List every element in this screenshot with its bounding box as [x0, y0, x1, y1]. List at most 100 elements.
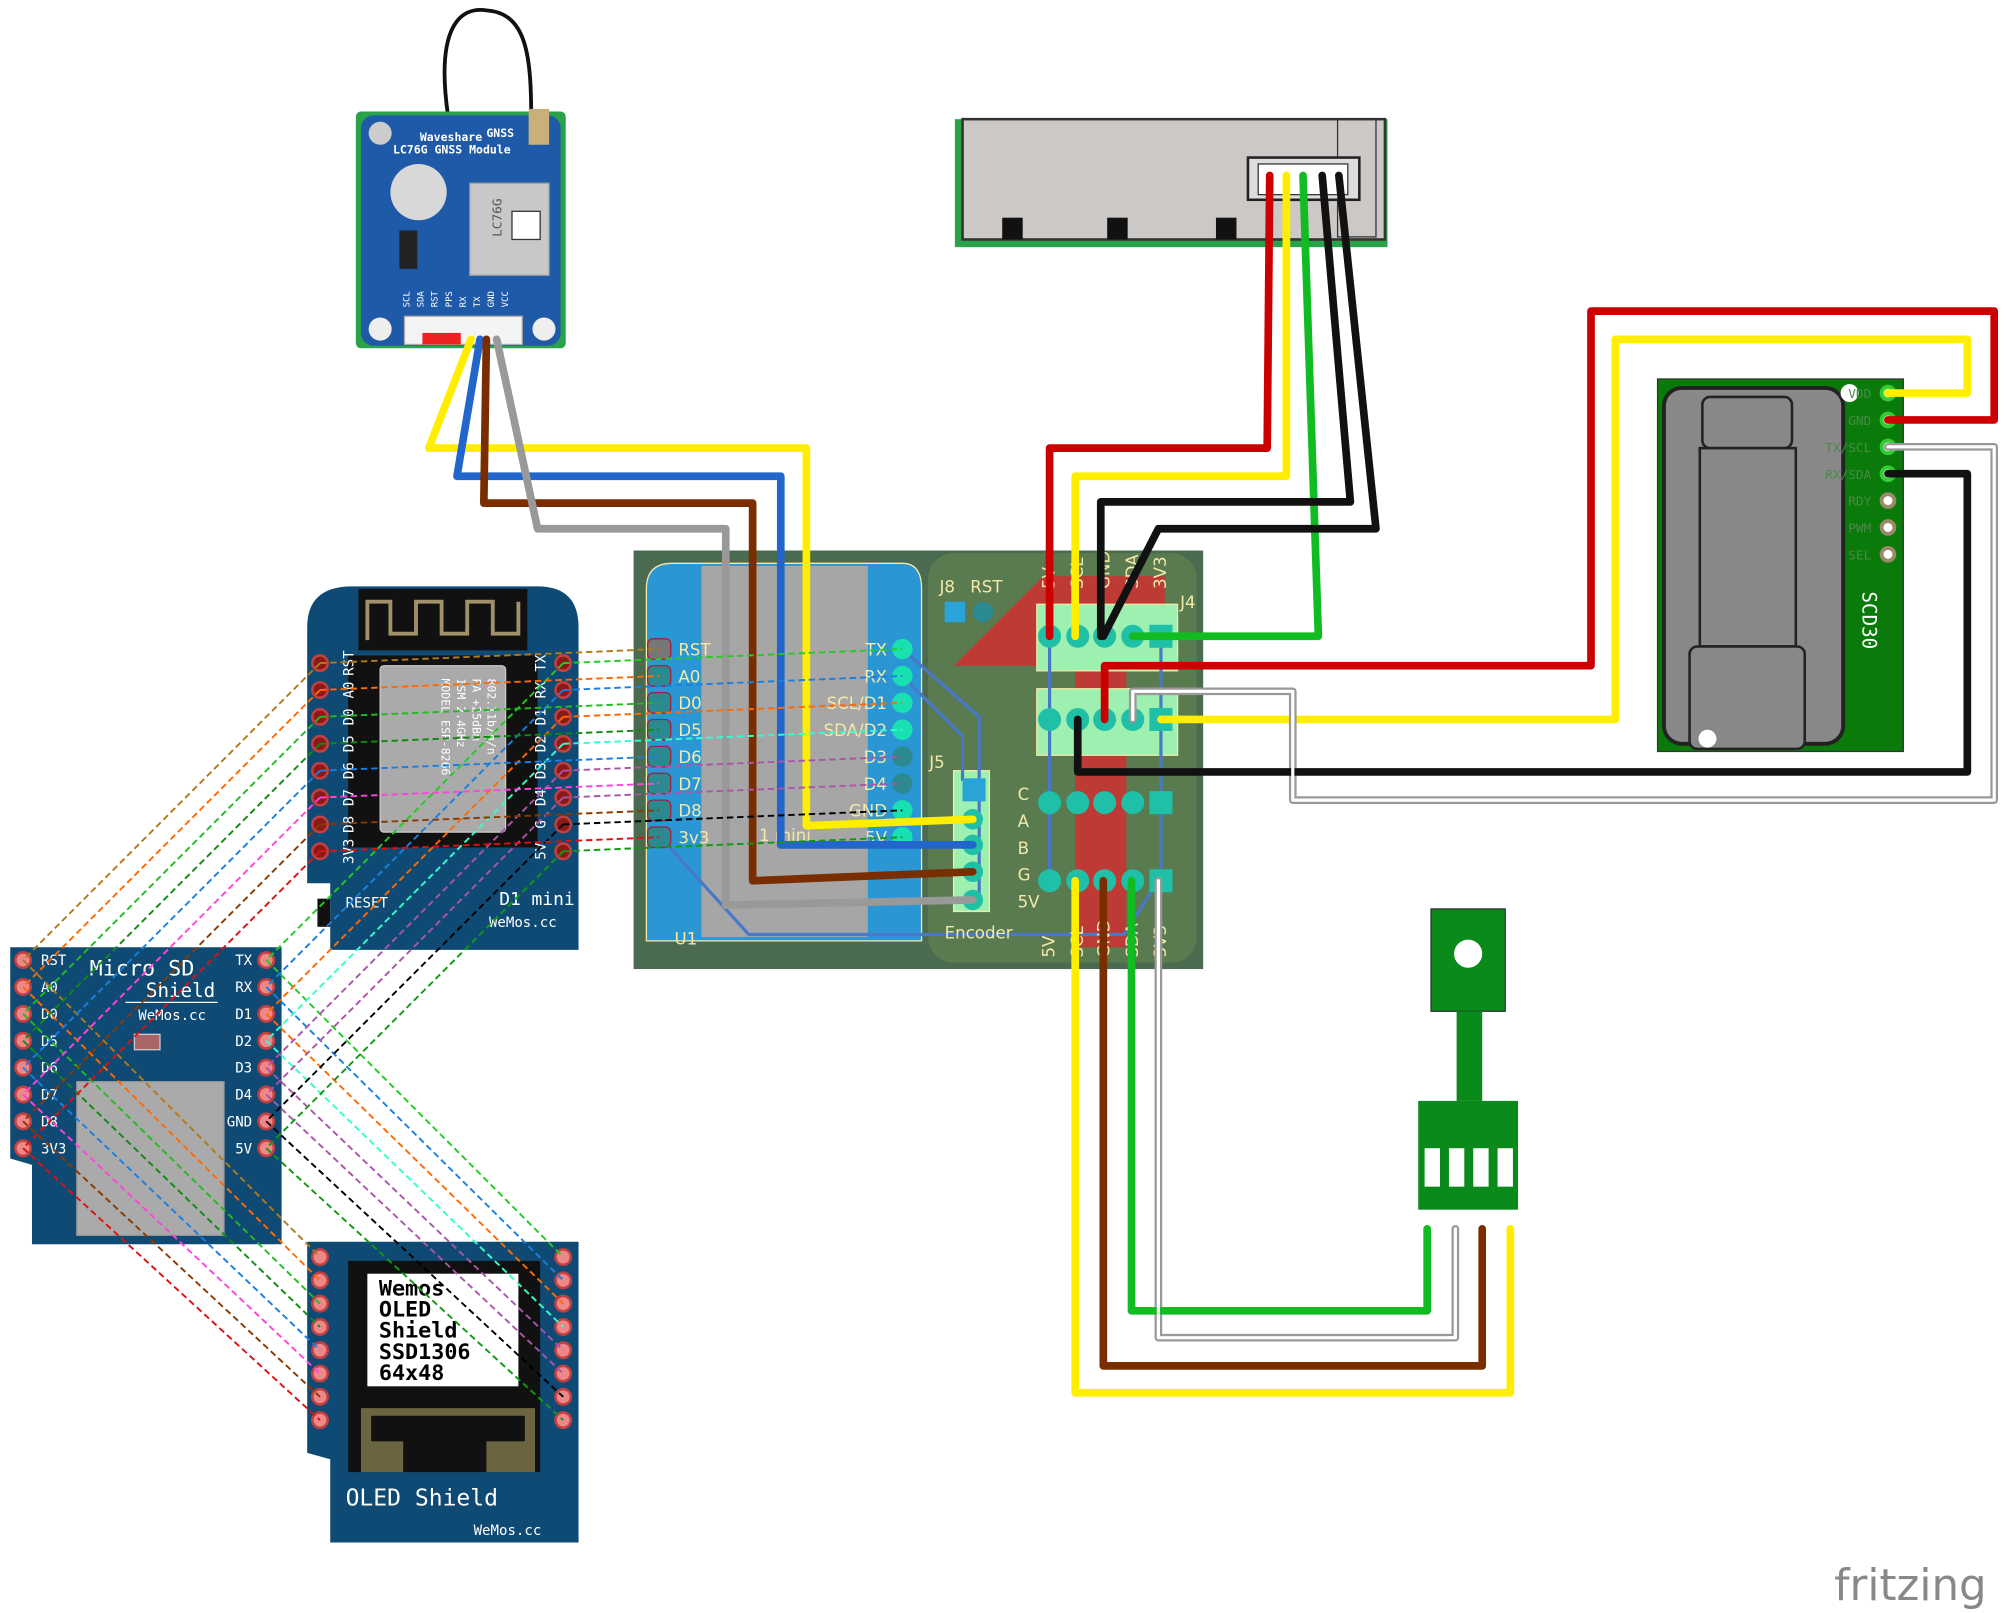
header-pin[interactable]	[1066, 791, 1090, 815]
gnss-module[interactable]: LC76G Waveshare GNSS LC76G GNSS Module S…	[355, 108, 566, 349]
scd30-pin-sel[interactable]	[1879, 546, 1897, 563]
scd30-pin-pwm[interactable]	[1879, 519, 1897, 536]
ratsnest-line[interactable]	[563, 809, 903, 826]
pcb-pin-label: SCL/D1	[827, 694, 887, 713]
pm-black-wire-2[interactable]	[1099, 171, 1380, 641]
gnss-gray-wire[interactable]	[492, 335, 977, 909]
ratsnest-line[interactable]	[22, 743, 321, 1042]
scd30-pin-label: RX/SDA	[1825, 468, 1871, 483]
ratsnest-line[interactable]	[22, 1040, 321, 1328]
ratsnest-line[interactable]	[265, 850, 564, 1149]
d1-pin-label: D3	[533, 762, 549, 779]
d1-pin-label: G	[533, 820, 549, 828]
ratsnest-line[interactable]	[22, 716, 321, 1015]
gnss-brown-wire[interactable]	[479, 335, 977, 885]
ratsnest-line[interactable]	[563, 648, 903, 665]
ratsnest-line[interactable]	[563, 728, 903, 745]
encoder-pin[interactable]	[962, 778, 986, 802]
gnss-pin-label: VCC	[501, 291, 511, 307]
ratsnest-line[interactable]	[22, 823, 321, 1123]
pm-red-wire[interactable]	[1045, 171, 1274, 641]
scd30-pin-rdy[interactable]	[1879, 492, 1897, 509]
gnss-pin-label: GND	[487, 291, 497, 307]
gnss-blue-wire[interactable]	[453, 335, 977, 849]
gnss-yellow-wire[interactable]	[424, 335, 977, 830]
micro-sd-shield[interactable]: Micro SD Shield WeMos.cc RSTA0D0D5D6D7D8…	[10, 947, 282, 1245]
pm-green-wire[interactable]	[1128, 171, 1323, 641]
ratsnest-line[interactable]	[22, 769, 321, 1069]
ratsnest-line[interactable]	[22, 1066, 321, 1351]
ratsnest-line[interactable]	[22, 850, 321, 1149]
scd30-gnd-wire[interactable]	[1100, 307, 1999, 724]
pcb-pin-label: RST	[678, 640, 711, 659]
ratsnest-line[interactable]	[265, 1093, 564, 1375]
d1-pin-label: 3V3	[341, 839, 357, 864]
scd30-pin-label: GND	[1848, 414, 1871, 429]
ratsnest-line[interactable]	[265, 1040, 564, 1328]
ratsnest-line[interactable]	[265, 662, 564, 961]
ratsnest-line[interactable]	[319, 648, 660, 665]
sensor-yellow-wire[interactable]	[1071, 876, 1515, 1397]
header-pin[interactable]	[1093, 791, 1117, 815]
bottom-sensor[interactable]	[1418, 908, 1519, 1210]
scd30-vdd-wire[interactable]	[1157, 335, 1972, 724]
ratsnest-line[interactable]	[265, 1013, 564, 1305]
header-pin[interactable]	[1038, 707, 1062, 731]
ratsnest-line[interactable]	[265, 769, 564, 1069]
pm-yellow-wire[interactable]	[1071, 171, 1291, 641]
pm-black-wire-1[interactable]	[1096, 171, 1355, 641]
ratsnest-line[interactable]	[265, 1147, 564, 1421]
encoder-pin-label: B	[1018, 839, 1029, 858]
ratsnest-line[interactable]	[563, 836, 903, 853]
ratsnest-line[interactable]	[265, 796, 564, 1096]
ratsnest-line[interactable]	[22, 796, 321, 1096]
pcb-encoder-label: Encoder	[945, 923, 1013, 942]
pcb-pin[interactable]	[892, 638, 913, 660]
d1-pin-label: RX	[533, 681, 549, 698]
ratsnest-line[interactable]	[319, 836, 660, 853]
ratsnest-line[interactable]	[22, 662, 321, 961]
ratsnest-line[interactable]	[319, 674, 660, 691]
ratsnest-line[interactable]	[265, 716, 564, 1015]
header-pin[interactable]	[1038, 791, 1062, 815]
ratsnest-line[interactable]	[22, 689, 321, 988]
ratsnest-line[interactable]	[319, 728, 660, 745]
d1-brand-label: WeMos.cc	[489, 915, 557, 931]
ratsnest-line[interactable]	[319, 782, 660, 799]
ratsnest-line[interactable]	[22, 1013, 321, 1305]
ratsnest-line[interactable]	[319, 809, 660, 826]
d1-pin-label: D2	[533, 735, 549, 752]
ratsnest-line[interactable]	[563, 701, 903, 718]
ratsnest-line[interactable]	[22, 959, 321, 1258]
sensor-green-wire[interactable]	[1127, 876, 1432, 1315]
ratsnest-line[interactable]	[265, 743, 564, 1042]
ratsnest-line[interactable]	[265, 1120, 564, 1398]
ratsnest-line[interactable]	[265, 689, 564, 988]
ratsnest-line[interactable]	[563, 755, 903, 772]
ratsnest-line[interactable]	[265, 986, 564, 1282]
ratsnest-line[interactable]	[319, 701, 660, 718]
ratsnest-line[interactable]	[265, 959, 564, 1258]
ratsnest-line[interactable]	[563, 674, 903, 691]
gnss-title: LC76G GNSS Module	[393, 143, 511, 157]
ratsnest-line[interactable]	[22, 986, 321, 1282]
header-pin[interactable]	[1149, 791, 1173, 815]
header-pin[interactable]	[1121, 791, 1145, 815]
header-pin[interactable]	[1038, 869, 1062, 893]
ratsnest-line[interactable]	[22, 1147, 321, 1421]
scd30-sda-wire[interactable]	[1073, 469, 1972, 776]
ratsnest-line[interactable]	[22, 1093, 321, 1375]
esp-module-text: MODEL ESP-8266	[439, 679, 453, 776]
sensor-brown-wire[interactable]	[1099, 876, 1487, 1370]
pcb-j8-label: J8	[939, 578, 955, 597]
ratsnest-line[interactable]	[563, 782, 903, 799]
ratsnest-line[interactable]	[319, 755, 660, 772]
ratsnest-line[interactable]	[22, 1120, 321, 1398]
ratsnest-line[interactable]	[265, 823, 564, 1123]
ratsnest-line[interactable]	[265, 1066, 564, 1351]
sd-pin-label: GND	[227, 1114, 252, 1130]
